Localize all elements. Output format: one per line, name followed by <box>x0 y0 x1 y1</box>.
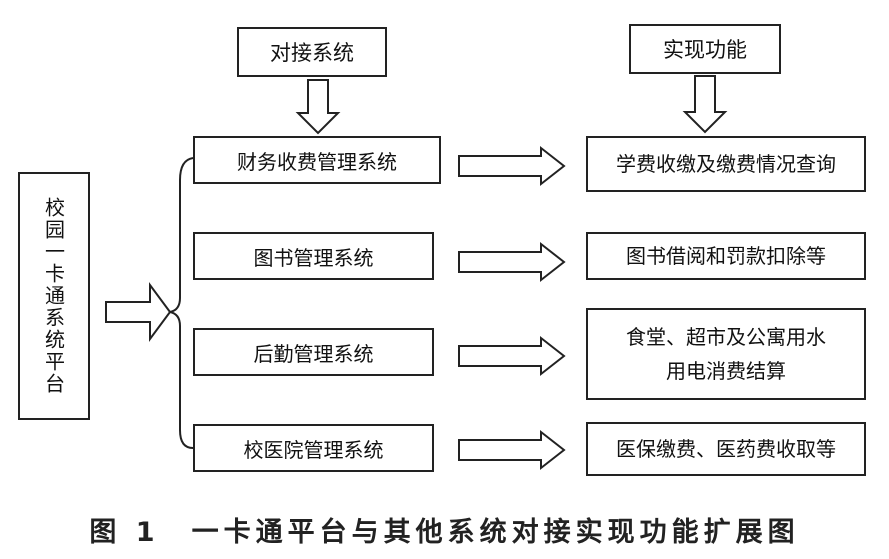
function-box-tuition: 学费收缴及缴费情况查询 <box>586 136 866 192</box>
function-box-library: 图书借阅和罚款扣除等 <box>586 232 866 280</box>
platform-arrow <box>105 281 172 343</box>
system-box-library: 图书管理系统 <box>193 232 434 280</box>
arrow-row-4 <box>458 429 566 471</box>
function-line1: 图书借阅和罚款扣除等 <box>626 244 826 268</box>
arrow-row-1 <box>458 145 566 187</box>
system-box-hospital: 校医院管理系统 <box>193 424 434 472</box>
platform-box: 校园一卡通系统平台 <box>18 172 90 420</box>
system-box-finance: 财务收费管理系统 <box>193 136 441 184</box>
arrow-row-3 <box>458 335 566 377</box>
header-left-label: 对接系统 <box>270 41 354 65</box>
down-arrow-right <box>682 75 728 134</box>
function-line1: 医保缴费、医药费收取等 <box>616 437 836 461</box>
function-line2: 用电消费结算 <box>666 359 786 383</box>
function-box-utilities: 食堂、超市及公寓用水 用电消费结算 <box>586 308 866 400</box>
function-box-medical: 医保缴费、医药费收取等 <box>586 422 866 476</box>
system-label: 图书管理系统 <box>253 245 374 270</box>
figure-caption: 图 1 一卡通平台与其他系统对接实现功能扩展图 <box>89 517 800 548</box>
function-line1: 学费收缴及缴费情况查询 <box>616 152 836 176</box>
header-right: 实现功能 <box>629 24 781 74</box>
platform-label: 校园一卡通系统平台 <box>41 197 66 395</box>
system-label: 后勤管理系统 <box>253 341 374 366</box>
system-label: 财务收费管理系统 <box>237 149 397 174</box>
down-arrow-left <box>295 79 341 135</box>
header-right-label: 实现功能 <box>663 38 747 62</box>
system-label: 校医院管理系统 <box>243 437 384 462</box>
function-line1: 食堂、超市及公寓用水 <box>626 325 826 349</box>
header-left: 对接系统 <box>237 27 387 77</box>
system-box-logistics: 后勤管理系统 <box>193 328 434 376</box>
arrow-row-2 <box>458 241 566 283</box>
brace <box>169 157 194 449</box>
